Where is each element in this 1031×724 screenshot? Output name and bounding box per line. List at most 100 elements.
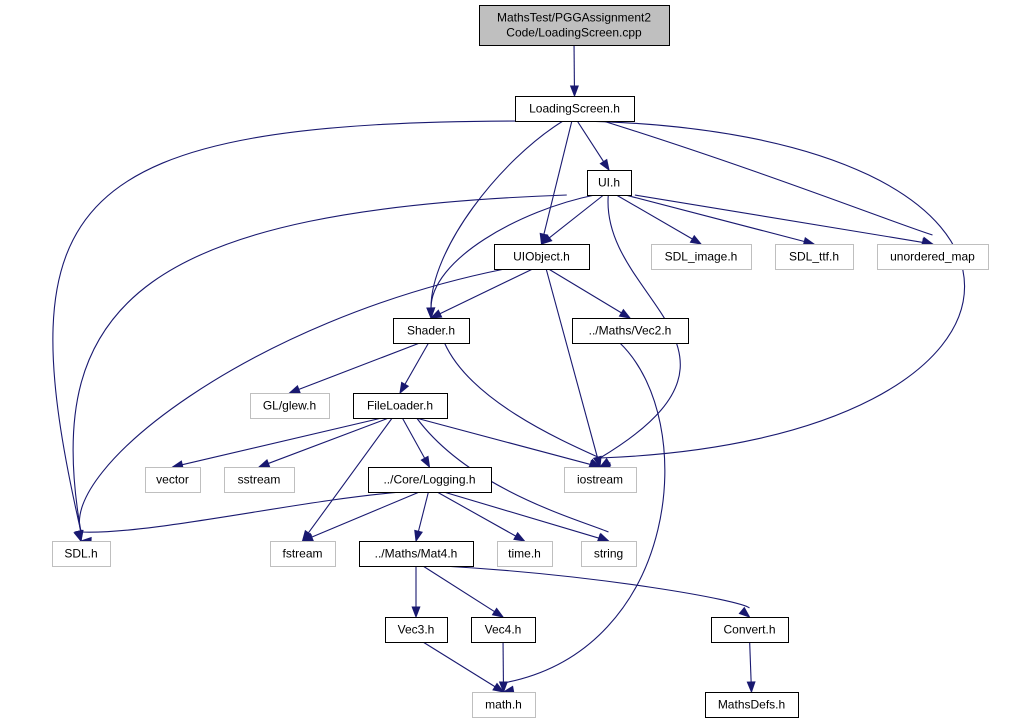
- node-root[interactable]: MathsTest/PGGAssignment2Code/LoadingScre…: [479, 5, 670, 46]
- node-box: [587, 170, 632, 196]
- edge-fileloader-to-vector: [171, 417, 382, 470]
- edge-line: [416, 417, 609, 533]
- edge-line: [80, 491, 402, 533]
- node-label: ../Maths/Vec2.h: [589, 324, 672, 338]
- node-shader[interactable]: Shader.h: [393, 318, 470, 344]
- node-loadingscreen[interactable]: LoadingScreen.h: [515, 96, 635, 122]
- node-box: [52, 541, 111, 567]
- node-box: [224, 467, 295, 493]
- node-mathsdefs[interactable]: MathsDefs.h: [705, 692, 799, 718]
- edge-arrowhead: [599, 158, 610, 172]
- edge-arrowhead: [618, 308, 632, 319]
- node-box: [711, 617, 789, 643]
- edge-logging-to-sdl: [79, 491, 402, 546]
- node-label: GL/glew.h: [263, 399, 316, 413]
- node-uiobject[interactable]: UIObject.h: [494, 244, 590, 270]
- node-unordered_map: unordered_map: [877, 244, 989, 270]
- node-box: [368, 467, 492, 493]
- edge-line: [616, 194, 694, 240]
- node-box: [705, 692, 799, 718]
- node-box: [145, 467, 201, 493]
- node-label: Vec4.h: [485, 623, 522, 637]
- node-label: SDL.h: [64, 547, 97, 561]
- node-sstream: sstream: [224, 467, 295, 493]
- edge-fileloader-to-logging: [401, 417, 431, 469]
- node-label: UIObject.h: [513, 250, 570, 264]
- edge-arrowhead: [257, 459, 271, 468]
- edge-loadingscreen-to-uiobject: [539, 120, 573, 246]
- node-box: [472, 692, 536, 718]
- edge-shader-to-iostream: [444, 342, 602, 468]
- edge-ui-to-sdl_image: [616, 194, 703, 245]
- node-label: SDL_ttf.h: [789, 250, 839, 264]
- edge-arrowhead: [73, 529, 82, 543]
- edge-line: [267, 417, 389, 465]
- node-box: [250, 393, 330, 419]
- edge-line: [548, 194, 604, 239]
- node-vector: vector: [145, 467, 201, 493]
- node-box: [494, 244, 590, 270]
- edge-convert-to-mathsdefs: [746, 641, 756, 694]
- edge-line: [430, 120, 564, 310]
- edge-ui-to-unordered_map: [634, 194, 934, 247]
- edge-uiobject-to-vec2: [548, 268, 632, 319]
- node-label: string: [594, 547, 623, 561]
- node-box: [775, 244, 854, 270]
- edge-arrowhead: [399, 381, 410, 395]
- node-box: [270, 541, 336, 567]
- node-logging[interactable]: ../Core/Logging.h: [368, 467, 492, 493]
- node-iostream: iostream: [564, 467, 637, 493]
- node-label: UI.h: [598, 176, 620, 190]
- edge-ui-to-uiobject: [540, 194, 604, 245]
- node-vec2[interactable]: ../Maths/Vec2.h: [572, 318, 689, 344]
- edge-line: [545, 268, 599, 459]
- node-box: [497, 541, 553, 567]
- edge-root-to-loadingscreen: [569, 44, 579, 98]
- edge-arrowhead: [498, 681, 508, 694]
- node-box: [393, 318, 470, 344]
- node-vec4[interactable]: Vec4.h: [471, 617, 536, 643]
- edge-line: [543, 120, 573, 236]
- edge-arrowhead: [492, 682, 505, 693]
- node-sdl_image: SDL_image.h: [651, 244, 752, 270]
- edge-loadingscreen-to-ui: [576, 120, 610, 172]
- edge-vec3-to-math: [422, 641, 505, 693]
- node-label: time.h: [508, 547, 541, 561]
- node-label: math.h: [485, 698, 522, 712]
- edge-line: [503, 342, 666, 684]
- edge-line: [307, 417, 393, 535]
- node-label: MathsTest/PGGAssignment2: [497, 11, 651, 25]
- node-box: [385, 617, 448, 643]
- node-time: time.h: [497, 541, 553, 567]
- edge-line: [52, 120, 536, 533]
- edge-arrowhead: [426, 307, 436, 320]
- node-box: [651, 244, 752, 270]
- edge-arrowhead: [689, 234, 703, 245]
- edge-logging-to-mat4: [414, 491, 429, 543]
- edge-arrowhead: [738, 606, 751, 618]
- node-label: unordered_map: [890, 250, 975, 264]
- edge-line: [297, 342, 420, 391]
- node-ui[interactable]: UI.h: [587, 170, 632, 196]
- edge-vec4-to-math: [498, 641, 508, 694]
- edge-line: [442, 565, 750, 609]
- node-box: [581, 541, 637, 567]
- edge-line: [436, 491, 517, 538]
- nodes-layer: MathsTest/PGGAssignment2Code/LoadingScre…: [52, 5, 989, 718]
- edge-line: [576, 120, 605, 163]
- node-mat4[interactable]: ../Maths/Mat4.h: [359, 541, 474, 567]
- edge-arrowhead: [569, 85, 579, 98]
- edge-arrowhead: [598, 457, 612, 468]
- node-box: [353, 393, 448, 419]
- edges-layer: [52, 44, 965, 695]
- node-label: MathsDefs.h: [718, 698, 785, 712]
- node-label: LoadingScreen.h: [529, 102, 620, 116]
- edge-loadingscreen-to-shader: [426, 120, 564, 320]
- node-fileloader[interactable]: FileLoader.h: [353, 393, 448, 419]
- edge-arrowhead: [420, 455, 431, 469]
- edge-arrowhead: [414, 529, 423, 543]
- node-vec3[interactable]: Vec3.h: [385, 617, 448, 643]
- node-convert[interactable]: Convert.h: [711, 617, 789, 643]
- node-sdl: SDL.h: [52, 541, 111, 567]
